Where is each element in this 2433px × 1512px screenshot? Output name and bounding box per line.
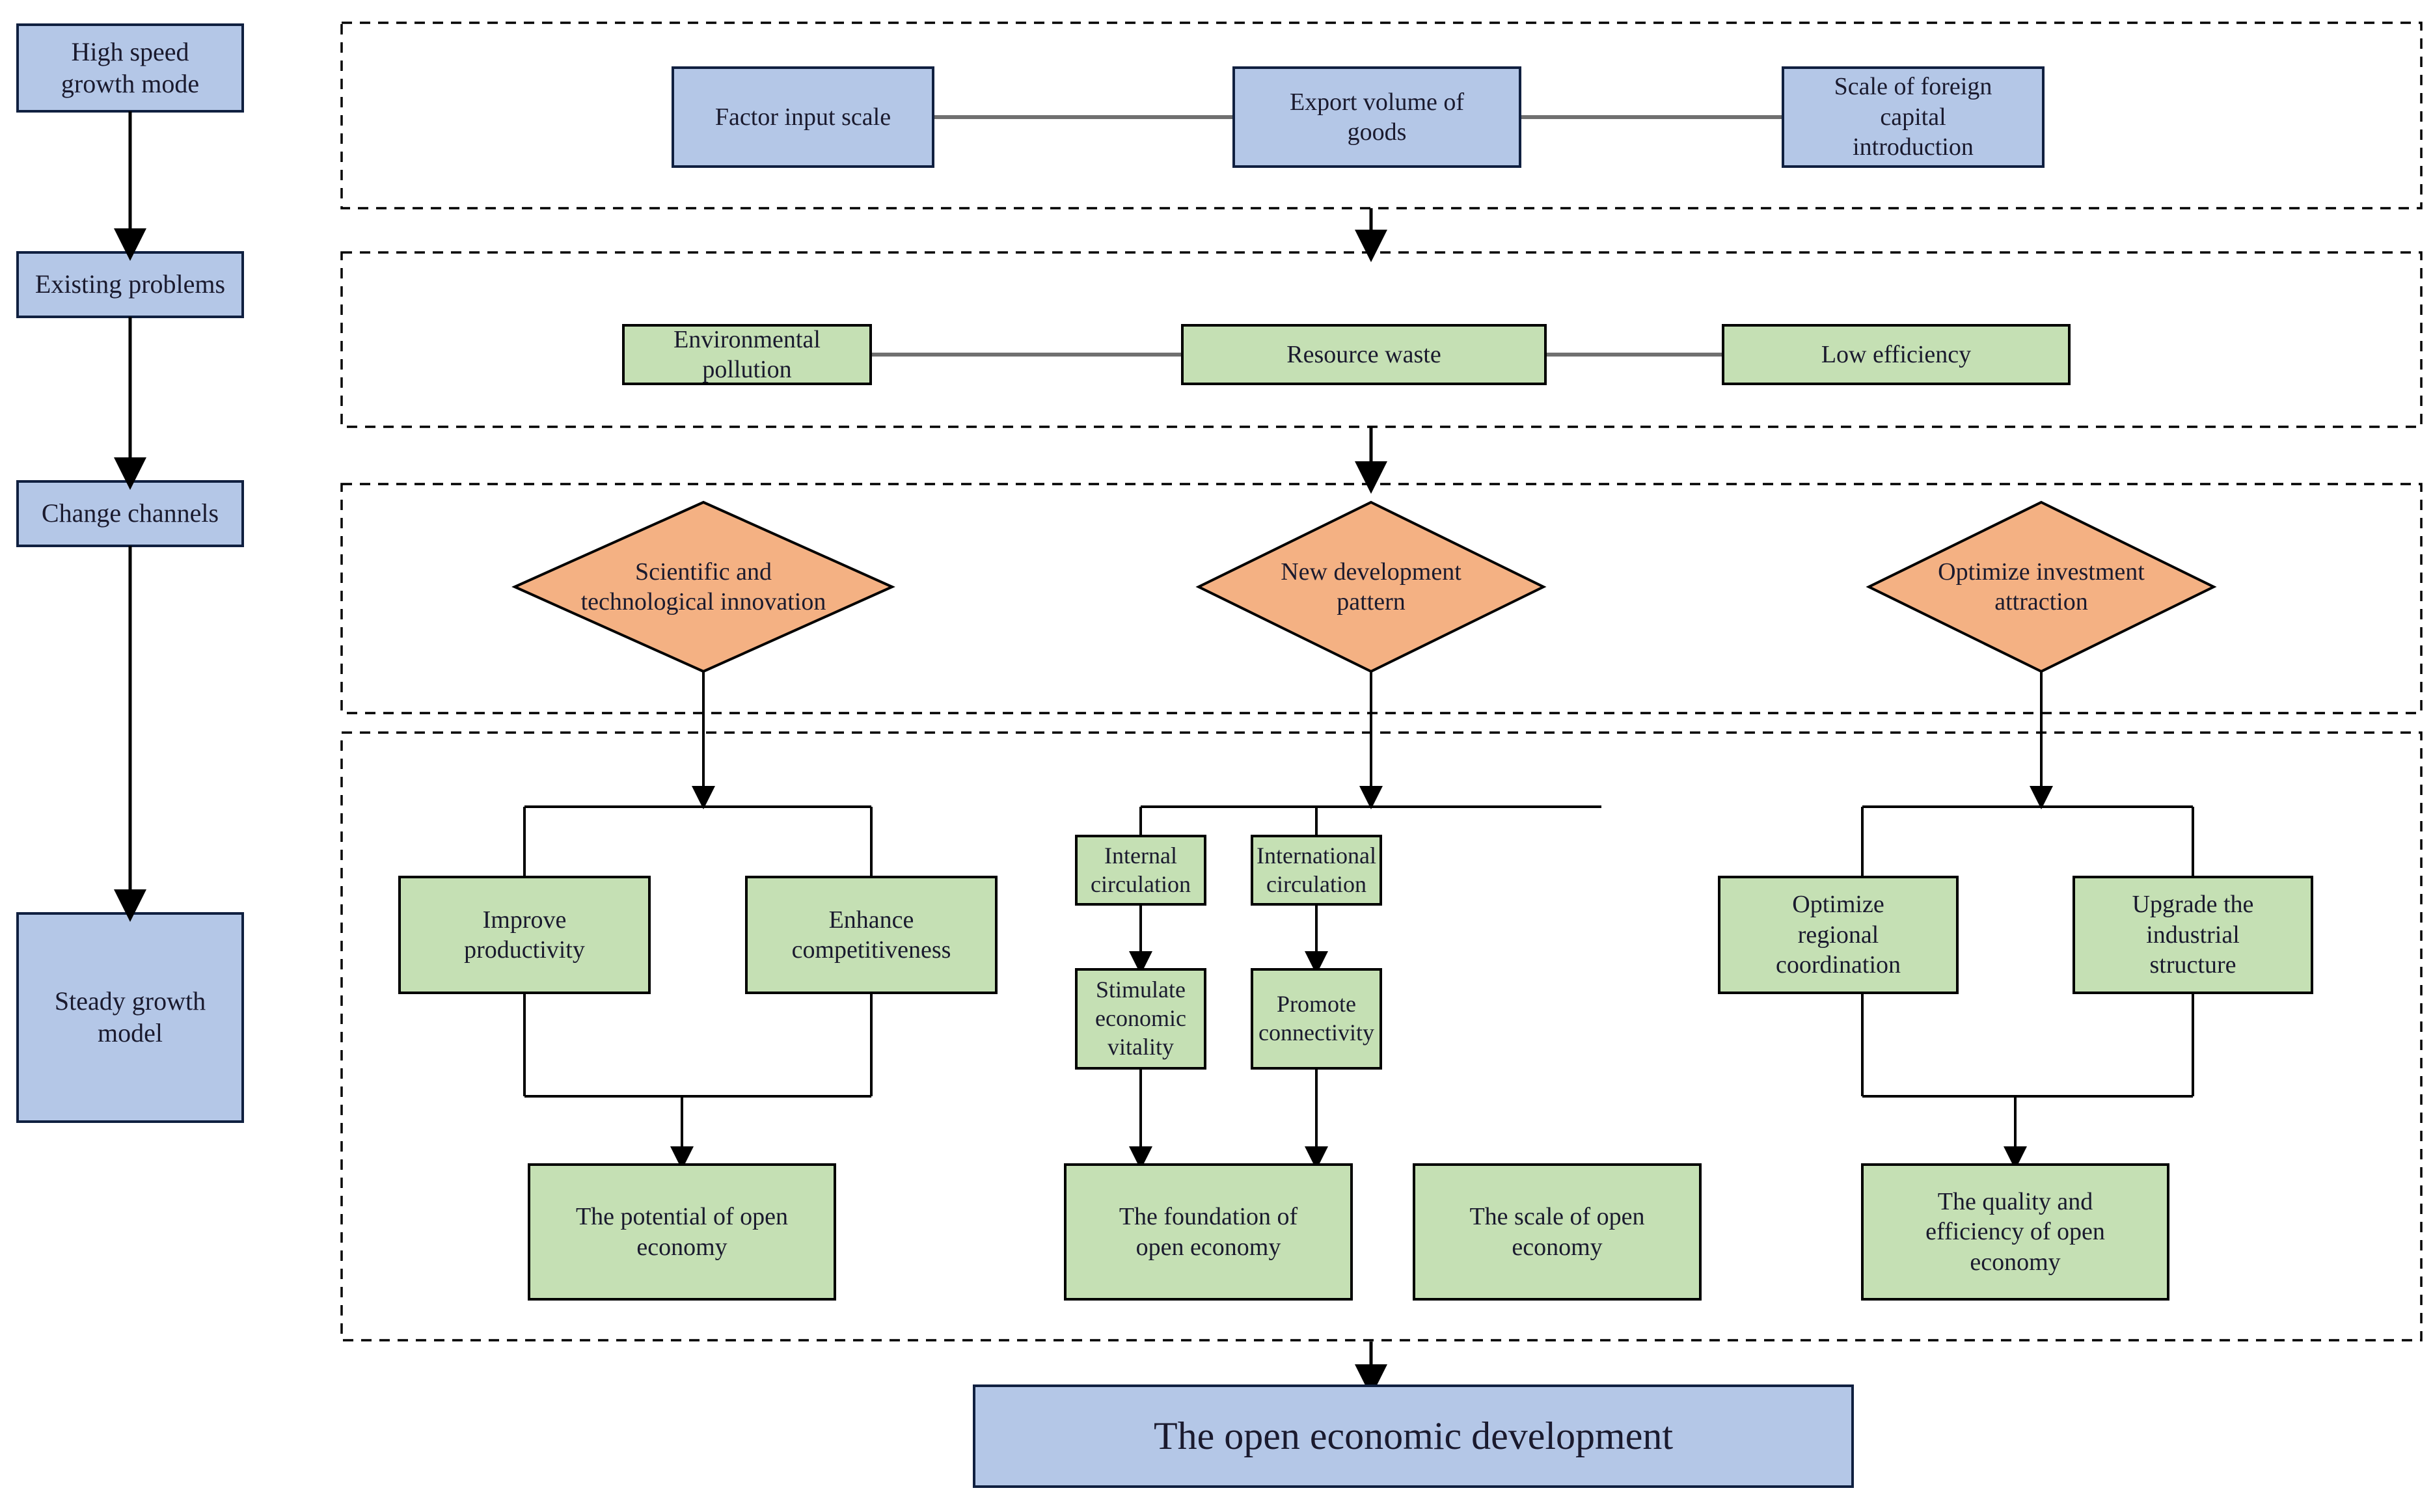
node-stimulate-economic-vitality[interactable] <box>1075 968 1206 1070</box>
node-the-quality-and-efficiency-of-open-economy[interactable] <box>1861 1163 2169 1301</box>
node-the-potential-of-open-economy[interactable] <box>528 1163 836 1301</box>
container-indicators <box>340 21 2423 209</box>
node-improve-productivity[interactable] <box>398 876 651 994</box>
node-the-open-economic-development[interactable] <box>973 1384 1854 1488</box>
node-export-volume-of-goods[interactable] <box>1232 66 1521 168</box>
node-enhance-competitiveness[interactable] <box>745 876 998 994</box>
node-promote-connectivity[interactable] <box>1251 968 1382 1070</box>
node-environmental-pollution[interactable] <box>622 324 872 385</box>
node-upgrade-the-industrial-structure[interactable] <box>2073 876 2313 994</box>
node-international-circulation[interactable] <box>1251 835 1382 906</box>
node-internal-circulation[interactable] <box>1075 835 1206 906</box>
node-factor-input-scale[interactable] <box>672 66 934 168</box>
node-low-efficiency[interactable] <box>1722 324 2071 385</box>
node-the-foundation-of-open-economy[interactable] <box>1064 1163 1353 1301</box>
node-high-speed-growth-mode[interactable] <box>16 23 244 113</box>
node-resource-waste[interactable] <box>1181 324 1547 385</box>
node-optimize-regional-coordination[interactable] <box>1718 876 1959 994</box>
node-steady-growth-model[interactable] <box>16 912 244 1123</box>
container-outcomes <box>340 731 2423 1342</box>
node-existing-problems[interactable] <box>16 251 244 318</box>
node-optimize-investment-attraction[interactable] <box>1866 500 2217 673</box>
node-new-development-pattern[interactable] <box>1195 500 1547 673</box>
node-the-scale-of-open-economy[interactable] <box>1413 1163 1702 1301</box>
node-change-channels[interactable] <box>16 480 244 547</box>
node-scientific-and-technological-innovation[interactable] <box>511 500 895 673</box>
node-scale-of-foreign-capital-introduction[interactable] <box>1782 66 2045 168</box>
